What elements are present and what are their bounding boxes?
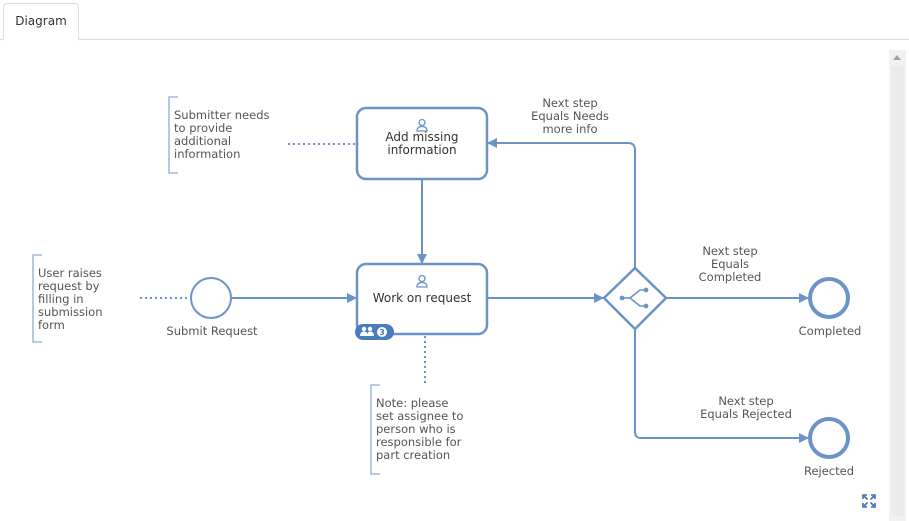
flow-gateway-to-add[interactable] [487, 138, 636, 268]
flow-label-needs-more-info: Next step Equals Needs more info [531, 96, 609, 136]
start-event-submit-request[interactable] [190, 277, 232, 319]
user-icon [416, 118, 428, 132]
annotation-submitter: Submitter needs to provide additional in… [174, 108, 270, 161]
end-event-completed[interactable] [808, 277, 850, 319]
svg-text:Next step: Next step [702, 244, 757, 258]
svg-text:part creation: part creation [376, 448, 450, 462]
svg-text:Equals: Equals [711, 257, 749, 271]
svg-text:Submitter needs: Submitter needs [174, 108, 270, 122]
tab-diagram[interactable]: Diagram [3, 3, 79, 41]
tab-bar: Diagram [0, 0, 909, 41]
svg-text:3: 3 [379, 328, 385, 337]
exclusive-gateway[interactable] [602, 266, 668, 331]
fullscreen-icon[interactable] [862, 494, 876, 508]
svg-text:set assignee to: set assignee to [376, 409, 463, 423]
svg-text:Next step: Next step [542, 96, 597, 110]
annotation-user-raises: User raises request by filling in submis… [38, 266, 102, 332]
svg-text:person who is: person who is [376, 422, 456, 436]
svg-text:request by: request by [38, 279, 100, 293]
svg-text:Add missing: Add missing [385, 130, 458, 144]
svg-text:form: form [38, 318, 65, 332]
flow-label-rejected: Next step Equals Rejected [700, 394, 792, 421]
group-badge: 3 [355, 324, 394, 340]
annotation-note-bracket [370, 384, 380, 475]
task-work-on-request[interactable]: Work on request 3 [355, 262, 489, 340]
svg-text:information: information [174, 147, 240, 161]
svg-text:Next step: Next step [718, 394, 773, 408]
svg-text:to provide: to provide [174, 121, 232, 135]
svg-text:Equals Needs: Equals Needs [531, 109, 609, 123]
flow-gateway-to-rejected[interactable] [634, 330, 809, 443]
user-icon [416, 274, 428, 288]
scrollbar-thumb[interactable] [891, 66, 904, 516]
svg-text:Completed: Completed [699, 270, 762, 284]
scroll-up-arrow-icon[interactable] [893, 55, 901, 60]
svg-text:User raises: User raises [38, 266, 102, 280]
svg-text:information: information [387, 143, 456, 157]
task-add-missing-information[interactable]: Add missing information [355, 106, 489, 181]
start-event-label: Submit Request [166, 324, 258, 338]
end-event-rejected-label: Rejected [804, 464, 854, 478]
svg-text:Work on request: Work on request [373, 291, 472, 305]
svg-text:responsible for: responsible for [376, 435, 462, 449]
annotation-submitter-bracket [168, 96, 178, 174]
svg-text:Note: please: Note: please [376, 396, 448, 410]
svg-text:submission: submission [38, 305, 102, 319]
annotation-note: Note: please set assignee to person who … [376, 396, 463, 462]
flow-label-completed: Next step Equals Completed [699, 244, 762, 284]
svg-text:additional: additional [174, 134, 231, 148]
end-event-rejected[interactable] [808, 417, 850, 459]
group-icon [360, 326, 374, 336]
svg-text:Equals Rejected: Equals Rejected [700, 407, 792, 421]
gateway-icon [619, 287, 649, 309]
end-event-completed-label: Completed [799, 324, 862, 338]
svg-text:more info: more info [542, 122, 597, 136]
svg-text:filling in: filling in [38, 292, 84, 306]
annotation-user-raises-bracket [32, 254, 42, 343]
